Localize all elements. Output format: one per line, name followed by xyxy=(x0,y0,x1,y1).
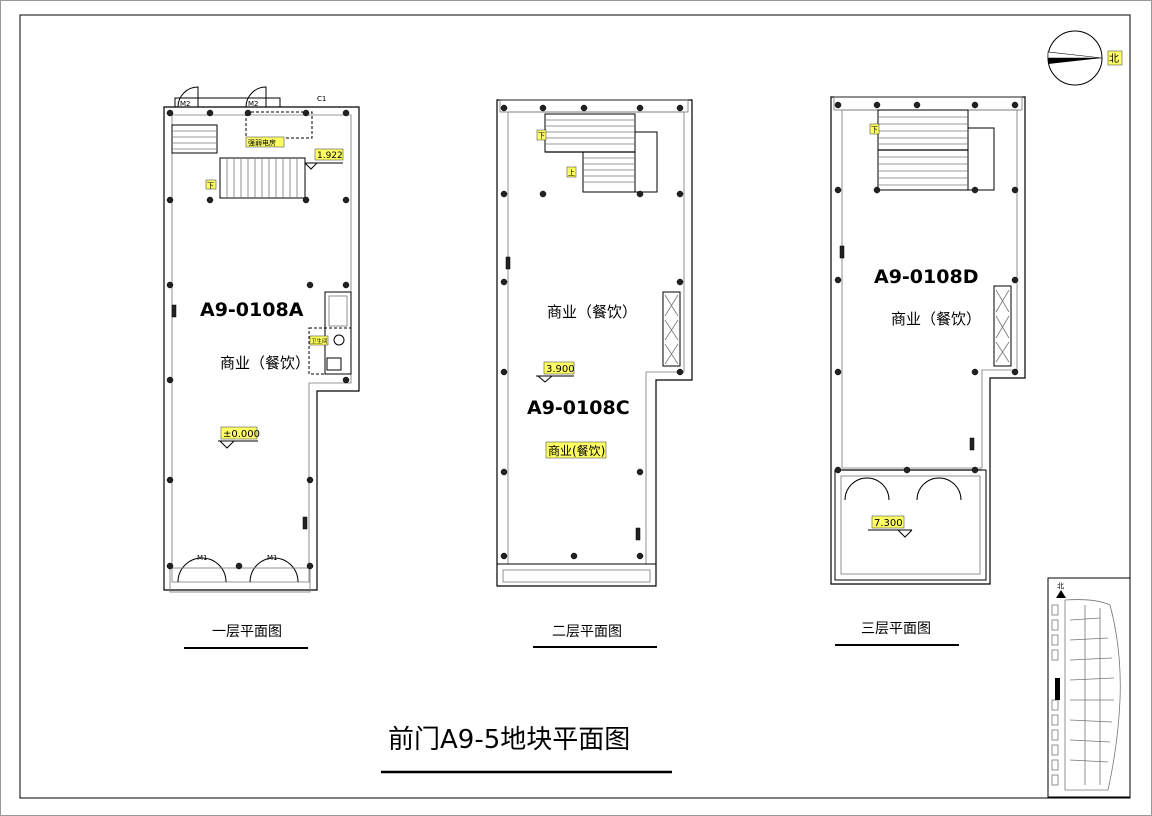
floor1-use-label: 商业（餐饮） xyxy=(220,354,310,372)
floor1-door-label-m1a: M1 xyxy=(197,554,208,562)
floor3-wall-cabinet xyxy=(993,285,1012,367)
north-arrow-icon xyxy=(1048,58,1102,64)
floor2-stair-tag-up: 上 xyxy=(568,168,575,177)
floor3-outline xyxy=(830,96,1026,585)
floor3-caption: 三层平面图 xyxy=(861,621,931,637)
north-label: 北 xyxy=(1109,53,1119,65)
sheet-title: 前门A9-5地块平面图 xyxy=(388,725,630,755)
floor2-columns xyxy=(500,104,684,560)
floor1-inner-outline xyxy=(171,114,352,583)
plan-floor3: 下 A9-0108D 商业（餐饮） 7.300 三层平面图 xyxy=(830,96,1026,646)
floor3-elevation-mark: 7.300 xyxy=(868,515,913,538)
floor3-columns xyxy=(834,101,1019,474)
key-map: 北 xyxy=(1047,577,1131,798)
floor2-unit-code: A9-0108C xyxy=(527,397,630,419)
floor2-wall-cabinet xyxy=(662,291,681,367)
floor1-caption: 一层平面图 xyxy=(212,624,282,640)
floor2-inner-outline xyxy=(507,111,685,565)
floor1-room-tag-electrical: 强弱电房 xyxy=(248,138,276,147)
floor1-entry-block xyxy=(174,97,281,107)
floor2-balcony xyxy=(496,563,657,587)
svg-text:1.922: 1.922 xyxy=(317,151,343,161)
floor1-top-door-right xyxy=(245,86,267,108)
floor3-stair xyxy=(877,109,995,191)
floor2-stair xyxy=(544,113,658,193)
floor1-columns xyxy=(166,109,350,570)
floor1-elevation-mark: ±0.000 xyxy=(218,426,260,449)
plan-floor2: 下 上 商业（餐饮） 3.900 A9-0108C xyxy=(496,99,693,648)
floor3-unit-code: A9-0108D xyxy=(874,266,978,288)
floor2-stair-tag-down: 下 xyxy=(538,132,545,140)
svg-text:±0.000: ±0.000 xyxy=(223,429,260,440)
svg-text:3.900: 3.900 xyxy=(546,364,575,375)
north-compass: 北 xyxy=(1047,30,1123,86)
floor1-stair xyxy=(171,111,313,199)
floor1-bottom-doors xyxy=(169,557,311,593)
floor1-outline xyxy=(163,106,360,591)
floor2-use-label: 商业（餐饮） xyxy=(547,303,637,321)
floor2-elevation-mark: 3.900 xyxy=(536,361,575,383)
keymap-north-arrow-icon xyxy=(1056,590,1066,598)
floor1-restroom xyxy=(308,291,352,375)
keymap-site-highlight xyxy=(1055,678,1060,700)
floor3-use-label: 商业（餐饮） xyxy=(891,310,981,328)
floor1-stair-tag: 下 xyxy=(207,182,214,190)
svg-text:7.300: 7.300 xyxy=(874,518,903,529)
floor1-unit-code: A9-0108A xyxy=(200,299,304,321)
floor1-room-tag-restroom: 卫生间 xyxy=(311,337,328,345)
floor1-landing-elevation-mark: 1.922 xyxy=(304,148,344,170)
floor1-window-label-c1: C1 xyxy=(317,95,326,103)
floor2-use-label-tag: 商业(餐饮) xyxy=(548,443,605,458)
floor3-stair-tag: 下 xyxy=(871,126,878,134)
floor1-top-door-left xyxy=(177,86,199,108)
floor1-door-label-m2a: M2 xyxy=(180,100,191,108)
plan-floor1: M2 M2 C1 M1 M1 强弱电房 卫生间 下 1.922 A9-0108A… xyxy=(163,86,360,649)
floor3-balcony xyxy=(834,469,987,581)
floor2-caption: 二层平面图 xyxy=(552,624,622,640)
floor1-door-label-m2b: M2 xyxy=(248,100,259,108)
floor1-door-label-m1b: M1 xyxy=(267,554,278,562)
keymap-north-label: 北 xyxy=(1057,582,1064,590)
sheet-inner-border xyxy=(19,14,1131,799)
